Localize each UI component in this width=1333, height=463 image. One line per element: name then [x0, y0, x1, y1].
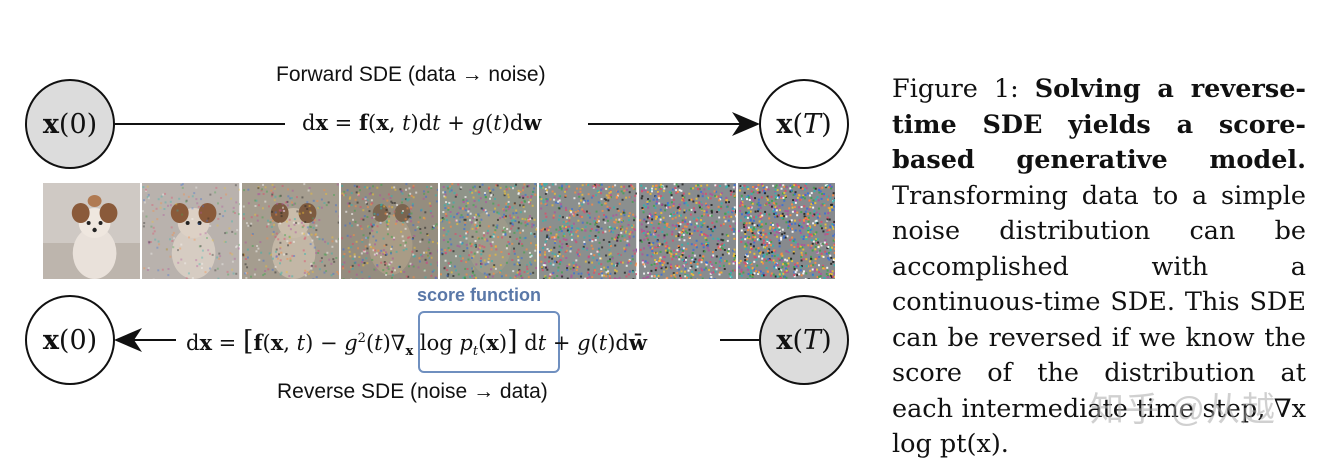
frame-5 — [539, 183, 636, 279]
zhihu-watermark: 知乎 @从越 — [1090, 382, 1276, 431]
forward-sde-equation: dx = f(x, t)dt + g(t)dw — [302, 110, 541, 135]
frame-6 — [639, 183, 736, 279]
caption-figure-number: Figure 1: — [892, 74, 1019, 104]
frame-2 — [242, 183, 339, 279]
reverse-sde-equation: dx = [f(x, t) − g2(t)∇x log pt(x)] dt + … — [186, 326, 647, 359]
score-function-label: score function — [417, 285, 541, 306]
node-x0-bottom: x(0) — [25, 295, 115, 385]
frame-7-noise — [738, 183, 835, 279]
diffusion-image-strip — [43, 183, 835, 279]
frame-1 — [142, 183, 239, 279]
reverse-sde-label: Reverse SDE (noise → data) — [277, 380, 548, 404]
node-xT-bottom: x(T) — [759, 295, 849, 385]
frame-3 — [341, 183, 438, 279]
frame-0-clean — [43, 183, 140, 279]
frame-4 — [440, 183, 537, 279]
